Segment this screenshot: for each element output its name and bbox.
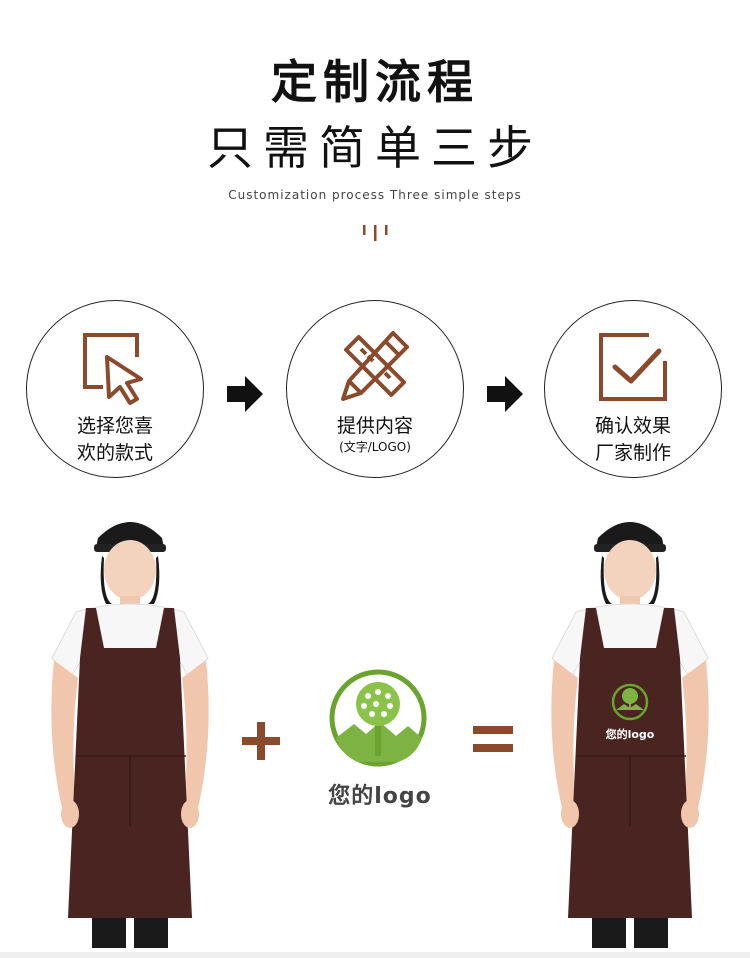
page-subtitle: 只需简单三步 <box>207 121 543 175</box>
step-2-line1: 提供内容 <box>336 415 413 437</box>
step-3-line1: 确认效果 <box>594 415 671 437</box>
arrow-right-icon <box>485 374 525 414</box>
step-1-circle: 选择您喜 欢的款式 <box>26 300 204 478</box>
step-1-line1: 选择您喜 <box>76 415 153 437</box>
checkbox-icon <box>599 333 667 401</box>
english-subtitle: Customization process Three simple steps <box>228 188 522 202</box>
plus-icon <box>242 722 280 760</box>
apron-logo-caption: 您的logo <box>605 728 655 741</box>
arrow-right-icon <box>225 374 265 414</box>
step-2-note: (文字/LOGO) <box>339 440 411 454</box>
bottom-divider <box>0 952 750 958</box>
tree-logo-icon <box>329 669 427 767</box>
step-2-circle: 提供内容 (文字/LOGO) <box>286 300 464 478</box>
model-plain-apron <box>51 522 209 948</box>
pencil-ruler-icon <box>341 331 409 401</box>
logo-caption: 您的logo <box>328 784 432 809</box>
equals-icon <box>473 726 513 752</box>
step-3-circle: 确认效果 厂家制作 <box>544 300 722 478</box>
step-3-line2: 厂家制作 <box>594 442 671 464</box>
model-logo-apron <box>551 522 709 948</box>
step-1-line2: 欢的款式 <box>76 442 153 464</box>
divider-decoration-icon <box>363 225 388 241</box>
page-title: 定制流程 <box>271 55 479 109</box>
cursor-select-icon <box>83 333 143 405</box>
